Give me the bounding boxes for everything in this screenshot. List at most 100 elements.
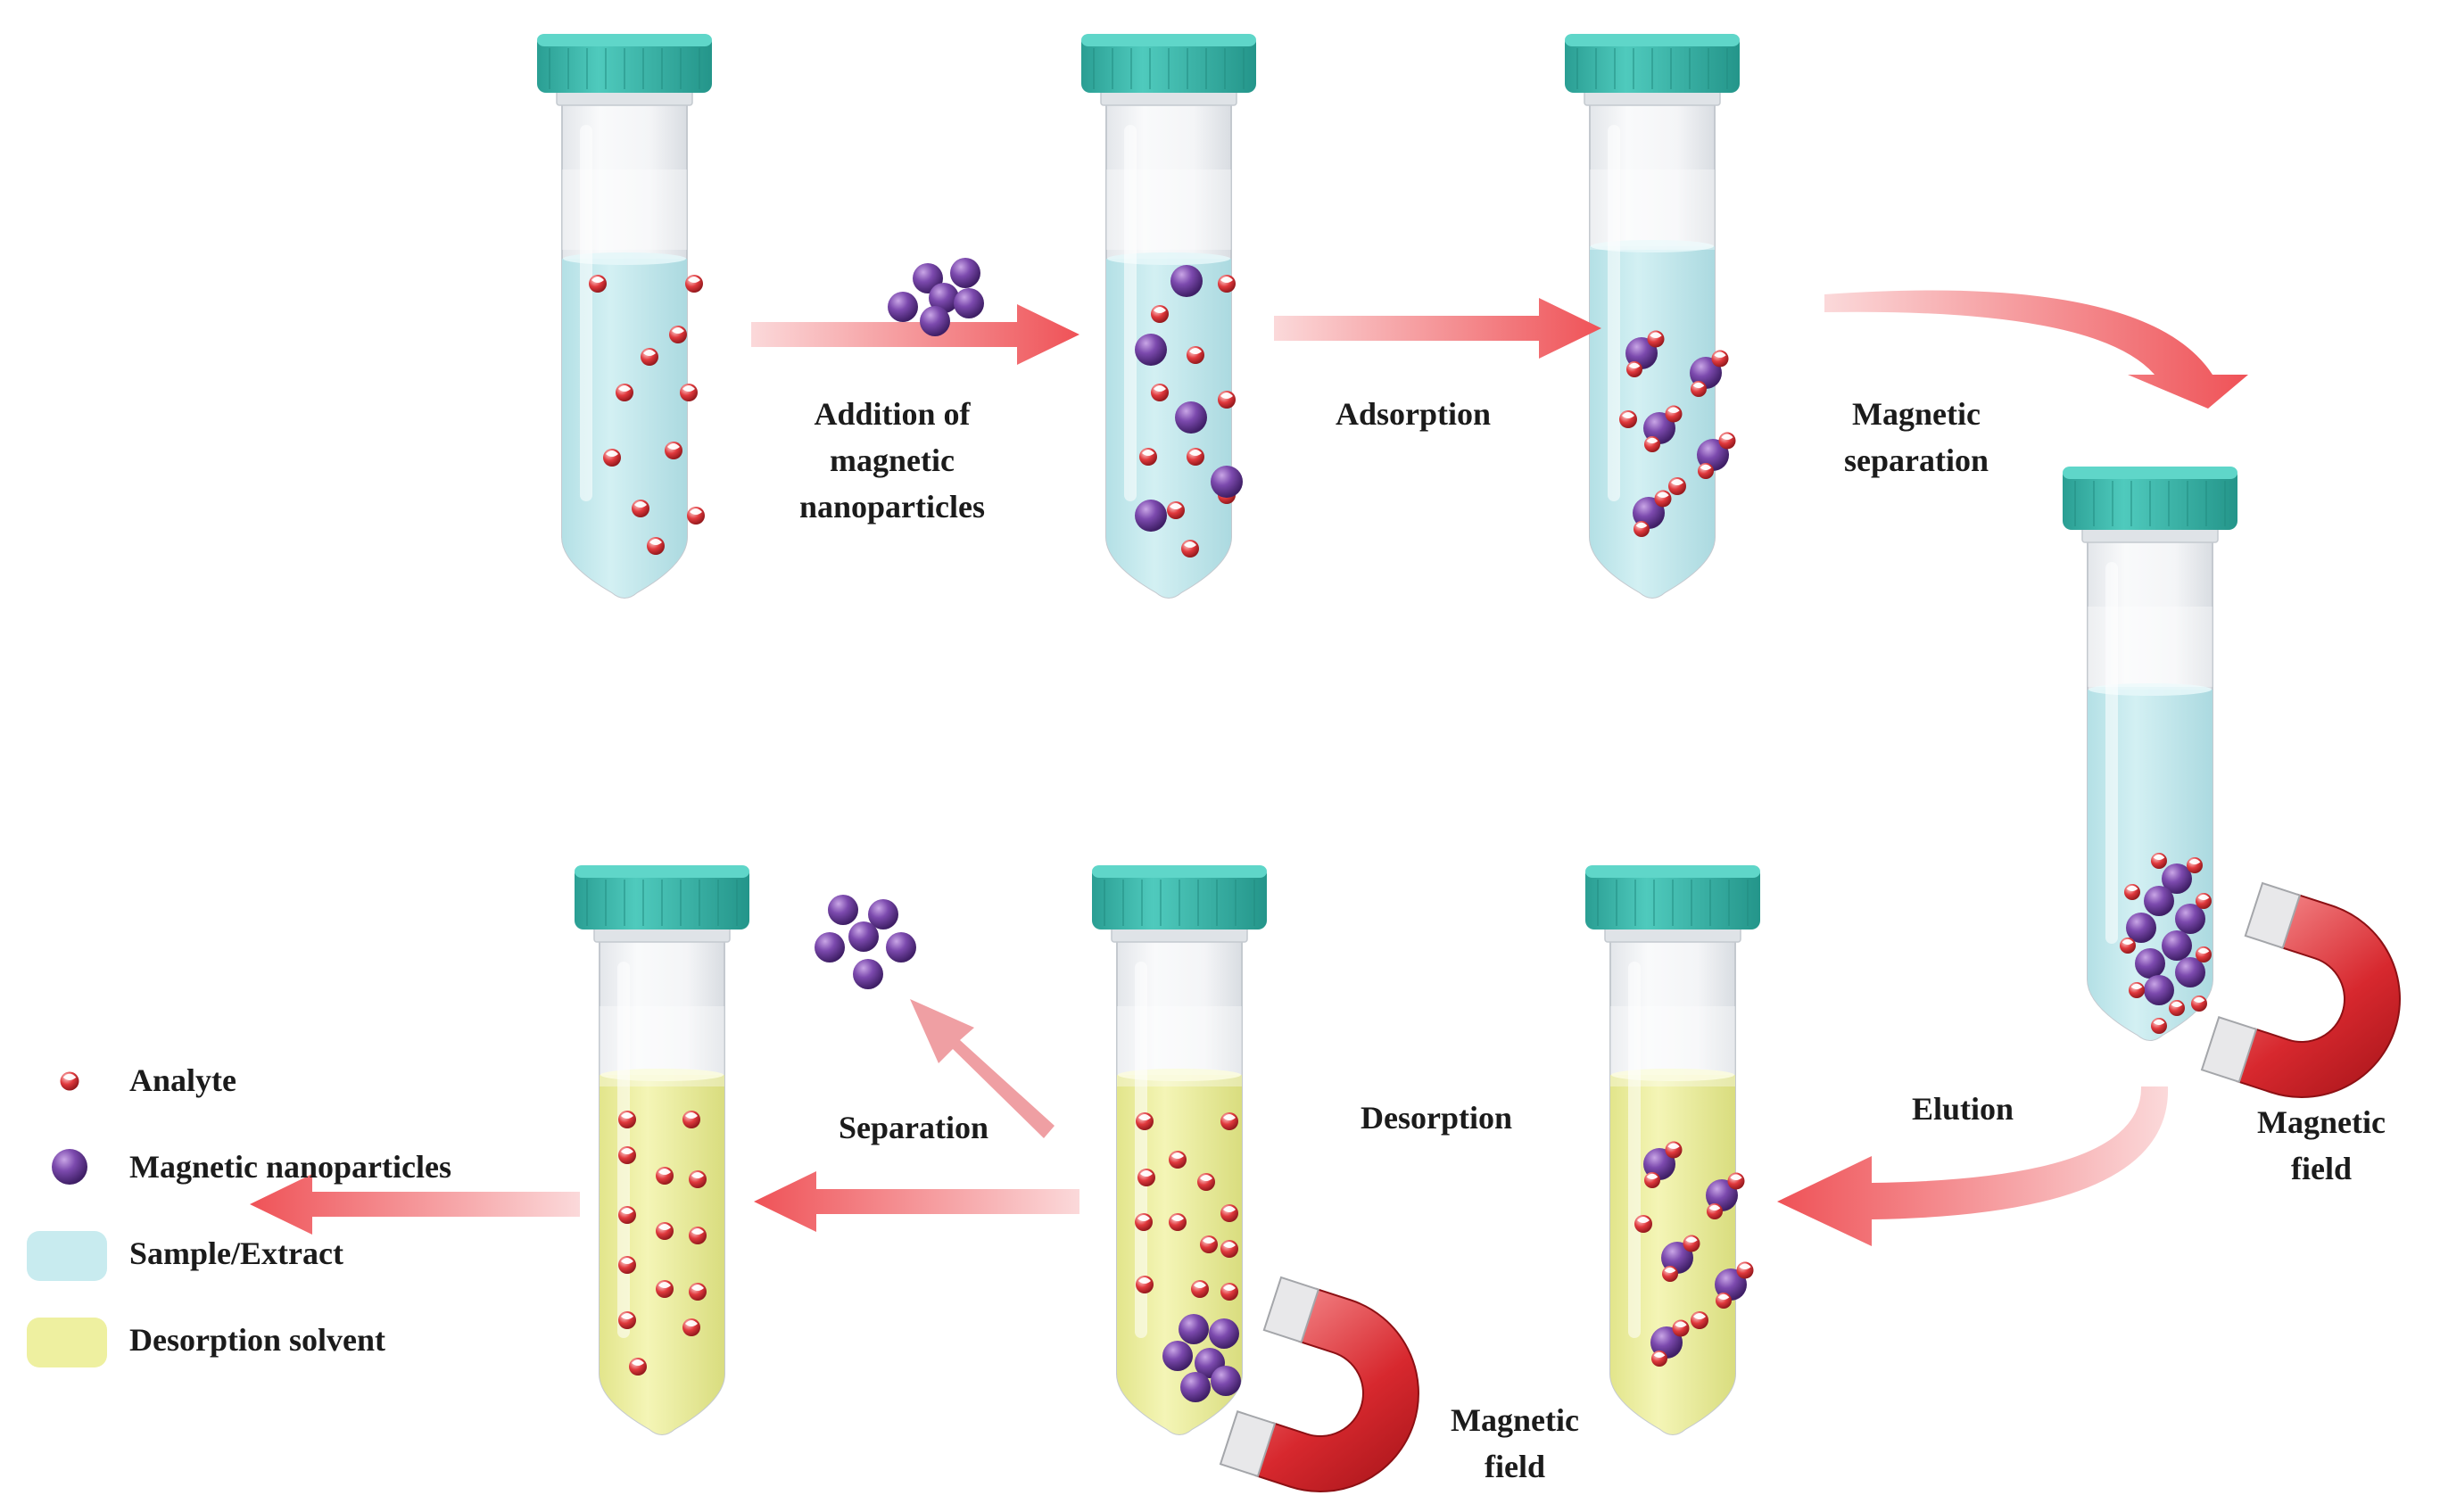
analyte bbox=[685, 275, 703, 293]
analyte bbox=[1644, 1172, 1660, 1188]
label-magnetic-separation-line2: separation bbox=[1844, 442, 1989, 478]
nanoparticle bbox=[1643, 412, 1675, 444]
analyte bbox=[2196, 893, 2212, 909]
analyte-highlight bbox=[2122, 938, 2134, 946]
nanoparticle-sphere bbox=[1690, 357, 1722, 389]
tube-meniscus bbox=[1611, 1069, 1734, 1081]
nanoparticle-sphere bbox=[929, 283, 959, 313]
analyte-highlight bbox=[1708, 1204, 1721, 1211]
analyte bbox=[1135, 1213, 1153, 1231]
tube-cap-rim bbox=[1092, 865, 1267, 878]
analyte-highlight bbox=[1664, 1267, 1676, 1274]
analyte-highlight bbox=[1194, 1282, 1206, 1288]
analyte bbox=[60, 1071, 79, 1091]
nanoparticle-sphere bbox=[828, 895, 858, 925]
analyte bbox=[618, 1146, 636, 1164]
analyte-highlight bbox=[2171, 1001, 2183, 1008]
nanoparticle-sphere bbox=[1706, 1179, 1738, 1211]
analyte bbox=[1181, 540, 1199, 558]
nanoparticle bbox=[2126, 913, 2156, 943]
analyte bbox=[1683, 1235, 1700, 1252]
arrow-shape bbox=[1274, 298, 1601, 359]
analyte-highlight bbox=[2197, 894, 2210, 901]
analyte bbox=[656, 1167, 674, 1185]
analyte bbox=[1654, 490, 1672, 508]
analyte bbox=[1672, 1319, 1690, 1337]
analyte bbox=[1136, 1112, 1154, 1130]
nanoparticle-sphere bbox=[950, 258, 980, 288]
magnet-body bbox=[1254, 1287, 1419, 1492]
analyte bbox=[1619, 410, 1637, 428]
nanoparticle-sphere bbox=[2126, 913, 2156, 943]
tube-highlight bbox=[2105, 562, 2118, 944]
nanoparticle bbox=[868, 899, 898, 930]
analyte-highlight bbox=[2188, 858, 2201, 865]
analyte bbox=[1220, 1112, 1238, 1130]
analyte-highlight bbox=[2193, 996, 2205, 1004]
nanoparticle-sphere bbox=[1715, 1268, 1747, 1301]
analyte-highlight bbox=[682, 385, 695, 392]
analyte bbox=[1187, 448, 1204, 466]
analyte bbox=[1716, 1293, 1732, 1309]
legend-solvent-swatch bbox=[27, 1318, 107, 1367]
analyte-highlight bbox=[1667, 1143, 1680, 1150]
magnet-pole-bottom bbox=[1219, 1410, 1277, 1478]
label-separation: Separation bbox=[839, 1110, 988, 1145]
label-magnetic-field-bottom-line2: field bbox=[1485, 1449, 1545, 1484]
nanoparticle bbox=[1209, 1318, 1239, 1349]
magnet-body bbox=[2236, 893, 2401, 1098]
nanoparticle-sphere bbox=[954, 288, 984, 318]
tube-highlight bbox=[1628, 962, 1641, 1338]
analyte-highlight bbox=[632, 1359, 644, 1366]
nanoparticle bbox=[1180, 1372, 1211, 1402]
analyte-highlight bbox=[1692, 382, 1705, 389]
tube-meniscus bbox=[2088, 683, 2212, 696]
tube-t2 bbox=[1081, 34, 1256, 599]
arrow-shape bbox=[1777, 1086, 2169, 1246]
tube-cap-rim bbox=[575, 865, 749, 878]
analyte bbox=[1736, 1261, 1754, 1279]
tube-frost-band bbox=[1117, 1006, 1242, 1086]
analyte bbox=[682, 1111, 700, 1128]
nanoparticle bbox=[848, 921, 879, 952]
analyte-highlight bbox=[621, 1258, 633, 1264]
analyte bbox=[2169, 1000, 2185, 1016]
analyte-highlight bbox=[2126, 885, 2138, 892]
tube-frost-band bbox=[1590, 169, 1715, 250]
nanoparticle bbox=[888, 292, 918, 322]
label-magnetic-field-bottom-line1: Magnetic bbox=[1451, 1402, 1579, 1438]
label-addition-line2: magnetic bbox=[830, 442, 955, 478]
nanoparticle bbox=[1135, 334, 1167, 366]
analyte-highlight bbox=[591, 277, 604, 283]
analyte-highlight bbox=[1200, 1175, 1212, 1181]
analyte bbox=[2196, 946, 2212, 963]
tube-liquid-sample bbox=[562, 259, 687, 598]
analyte bbox=[1220, 1204, 1238, 1222]
nanoparticle-sphere bbox=[1697, 439, 1729, 471]
nanoparticle-sphere bbox=[886, 932, 916, 963]
nanoparticle bbox=[2162, 930, 2192, 961]
analyte bbox=[641, 348, 658, 366]
nanoparticle bbox=[929, 283, 959, 313]
analyte bbox=[2124, 884, 2140, 900]
tube-highlight bbox=[1608, 125, 1620, 501]
analyte bbox=[689, 1170, 707, 1188]
analyte-highlight bbox=[621, 1208, 633, 1214]
analyte-highlight bbox=[1675, 1321, 1687, 1328]
analyte-highlight bbox=[1721, 434, 1733, 441]
arrow-desorption bbox=[754, 1171, 1079, 1232]
analyte bbox=[1169, 1151, 1187, 1169]
tube-cap-rim bbox=[1565, 34, 1740, 46]
nanoparticle-sphere bbox=[2162, 863, 2192, 894]
nanoparticle bbox=[2135, 948, 2165, 979]
nanoparticle bbox=[1211, 1366, 1241, 1396]
analyte bbox=[1662, 1266, 1678, 1282]
tube-frost-band bbox=[562, 169, 687, 250]
analyte-highlight bbox=[1714, 351, 1726, 359]
nanoparticle bbox=[1175, 401, 1207, 434]
nanoparticle-sphere bbox=[920, 306, 950, 336]
label-magnetic-separation-line1: Magnetic bbox=[1852, 396, 1981, 432]
analyte bbox=[603, 449, 621, 467]
nanoparticle bbox=[1697, 439, 1729, 471]
